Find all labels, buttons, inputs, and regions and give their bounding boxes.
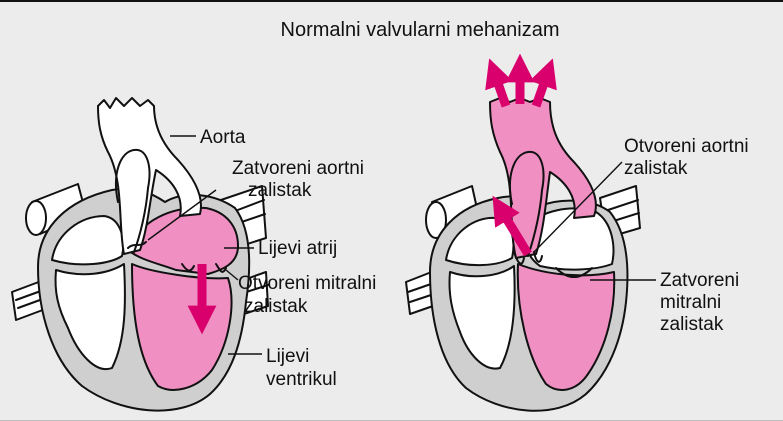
figure-title: Normalni valvularni mehanizam — [281, 19, 560, 41]
label-closed-aortic-valve-1: Zatvoreni aortni — [232, 158, 364, 179]
label-left-atrium: Lijevi atrij — [258, 238, 337, 259]
right-heart-diagram — [406, 68, 640, 411]
label-closed-mitral-valve-1: Zatvoreni — [660, 270, 739, 291]
label-open-mitral-valve-2: zalistak — [244, 296, 308, 317]
label-closed-aortic-valve-2: zalistak — [248, 180, 312, 201]
label-closed-mitral-valve-3: zalistak — [660, 314, 724, 335]
label-left-ventricle-1: Lijevi — [266, 346, 309, 367]
label-aorta: Aorta — [200, 127, 246, 148]
label-closed-mitral-valve-2: mitralni — [660, 292, 721, 313]
label-open-aortic-valve-2: zalistak — [624, 158, 688, 179]
label-open-mitral-valve-1: Otvoreni mitralni — [238, 273, 376, 294]
label-open-aortic-valve-1: Otvoreni aortni — [624, 136, 749, 157]
label-left-ventricle-2: ventrikul — [266, 369, 337, 390]
